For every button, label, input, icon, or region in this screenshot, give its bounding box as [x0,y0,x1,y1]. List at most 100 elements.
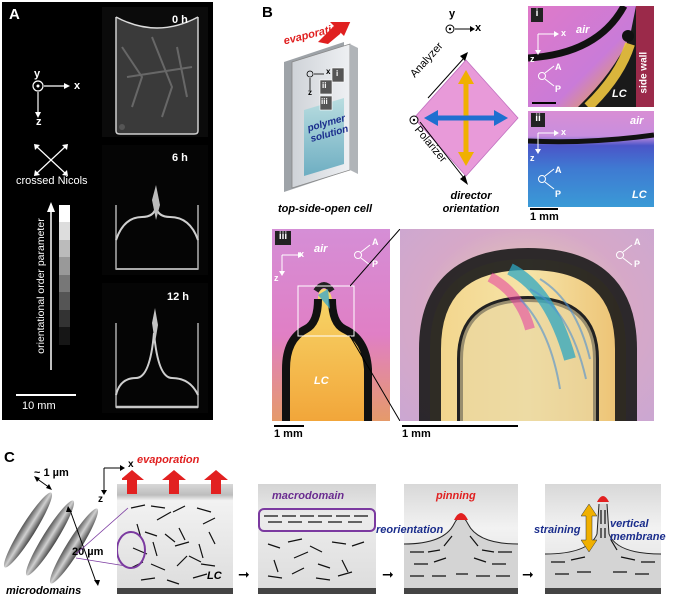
macrodomain-outline [258,508,376,532]
zoom-ap-icon [616,244,633,266]
inset-i-x: x [561,28,567,38]
straining-arrow-icon [581,504,597,552]
director-caption: director orientation [442,190,500,215]
zoom-image: A P [400,229,654,421]
inset-ii: ii air LC x z A P [528,111,654,207]
image-6h [102,145,208,275]
inset-iii-structure [282,282,372,421]
panel-c-axis-x: x [128,459,134,470]
inset-ii-axes-icon [535,130,559,190]
step-arrow-1: ➞ [238,566,250,582]
step3-molecules [404,513,518,594]
time-label-0h: 0 h [172,14,188,26]
inset-ii-lc: LC [632,189,647,201]
inset-i-z: z [530,54,535,64]
zoom-structure [419,247,637,421]
axis-x-label-director: x [475,22,482,34]
inset-ii-a: A [555,165,562,175]
evaporation-label-c: evaporation [137,454,200,466]
inset-iii-axes-icon [279,252,303,276]
step2-box: macrodomain [258,484,376,594]
inset-iii-a: A [372,237,379,247]
order-parameter-label: orientational order parameter [35,218,47,354]
image-12h [102,283,208,413]
step1-molecules [117,504,233,594]
reorientation-label: reorientation [376,524,444,536]
inset-i-air: air [576,24,590,36]
inset-i-axes-icon [535,31,559,87]
inset-iii-x: x [299,249,305,259]
inset-ii-boundary [528,132,654,145]
microdomains-drawing [3,476,100,586]
zoom-a: A [634,237,641,247]
inset-iii-id: iii [275,231,291,245]
inset-i: i air LC side wall x z A P [528,6,654,107]
step3-box: pinning [404,484,518,594]
evaporation-arrows-icon [122,470,228,494]
inset-iii-scale-bar [274,425,304,427]
step2-molecules [258,515,376,594]
inset-ii-scale-bar [530,208,558,210]
inset-i-lc: LC [612,88,627,100]
straining-label: straining [534,524,581,536]
inset-ii-x: x [561,127,567,137]
inset-iii-z: z [274,273,279,283]
axis-x-label: x [74,80,81,92]
macrodomain-label: macrodomain [272,490,345,502]
crossed-nicols-label: crossed Nicols [16,175,88,187]
step4-box [545,484,661,594]
size-large-label: 20 µm [72,546,104,558]
axis-y-label: y [34,68,41,80]
crossed-nicols-icon [34,144,68,176]
step-arrow-2: ➞ [382,566,394,582]
zoom-guide-lines [76,507,129,567]
inset-iii-lc: LC [314,375,329,387]
step1-box: LC [117,484,233,594]
inset-ii-id: ii [531,113,545,127]
vertical-membrane-label: vertical membrane [610,518,666,543]
inset-ii-scale-label: 1 mm [530,211,559,223]
panel-b-label: B [262,4,273,21]
time-label-6h: 6 h [172,152,188,164]
image-0h [102,7,208,137]
inset-i-side-wall: side wall [638,51,650,94]
axes-xyz-icon [32,80,70,118]
panel-a: A y x z crossed Nicols orientational ord… [2,2,213,420]
cell-diagram [284,22,358,192]
inset-ii-p: P [555,189,562,199]
pinning-label: pinning [436,490,476,502]
inset-iii-p: P [372,259,379,269]
inset-iii: iii air LC x z A P [272,229,390,421]
cell-caption: top-side-open cell [278,203,373,215]
step-arrow-3: ➞ [522,566,534,582]
panel-a-label: A [9,6,20,23]
zoom-scale-bar [402,425,518,427]
grayscale-bar [59,205,70,345]
microdomains-label: microdomains [6,585,82,597]
axis-x-label-cell: x [326,67,331,76]
inset-iii-ap-icon [354,244,371,266]
inset-i-a: A [555,62,562,72]
axis-y-label-director: y [449,8,456,20]
zoom-scale-label: 1 mm [402,428,431,440]
zoom-p: P [634,259,641,269]
scale-bar [16,394,76,396]
inset-i-boundary [528,6,654,107]
step1-lc: LC [207,570,222,582]
panel-c-label: C [4,449,15,466]
time-label-12h: 12 h [167,291,190,303]
director-axes-icon [445,24,475,34]
panel-c-axes-icon [101,465,125,495]
inset-iii-scale-label: 1 mm [274,428,303,440]
inset-i-p: P [555,84,562,94]
cell-marker-ii: ii [322,81,327,90]
director-diagram [409,52,519,185]
order-parameter-arrow-icon [47,202,55,370]
size-small-label: ~ 1 µm [34,467,69,479]
axis-z-label-cell: z [308,88,312,97]
inset-ii-air: air [630,115,644,127]
inset-iii-air: air [314,243,328,255]
zoom-lines [350,229,401,421]
inset-i-id: i [531,8,543,22]
cell-marker-iii: iii [321,97,328,106]
